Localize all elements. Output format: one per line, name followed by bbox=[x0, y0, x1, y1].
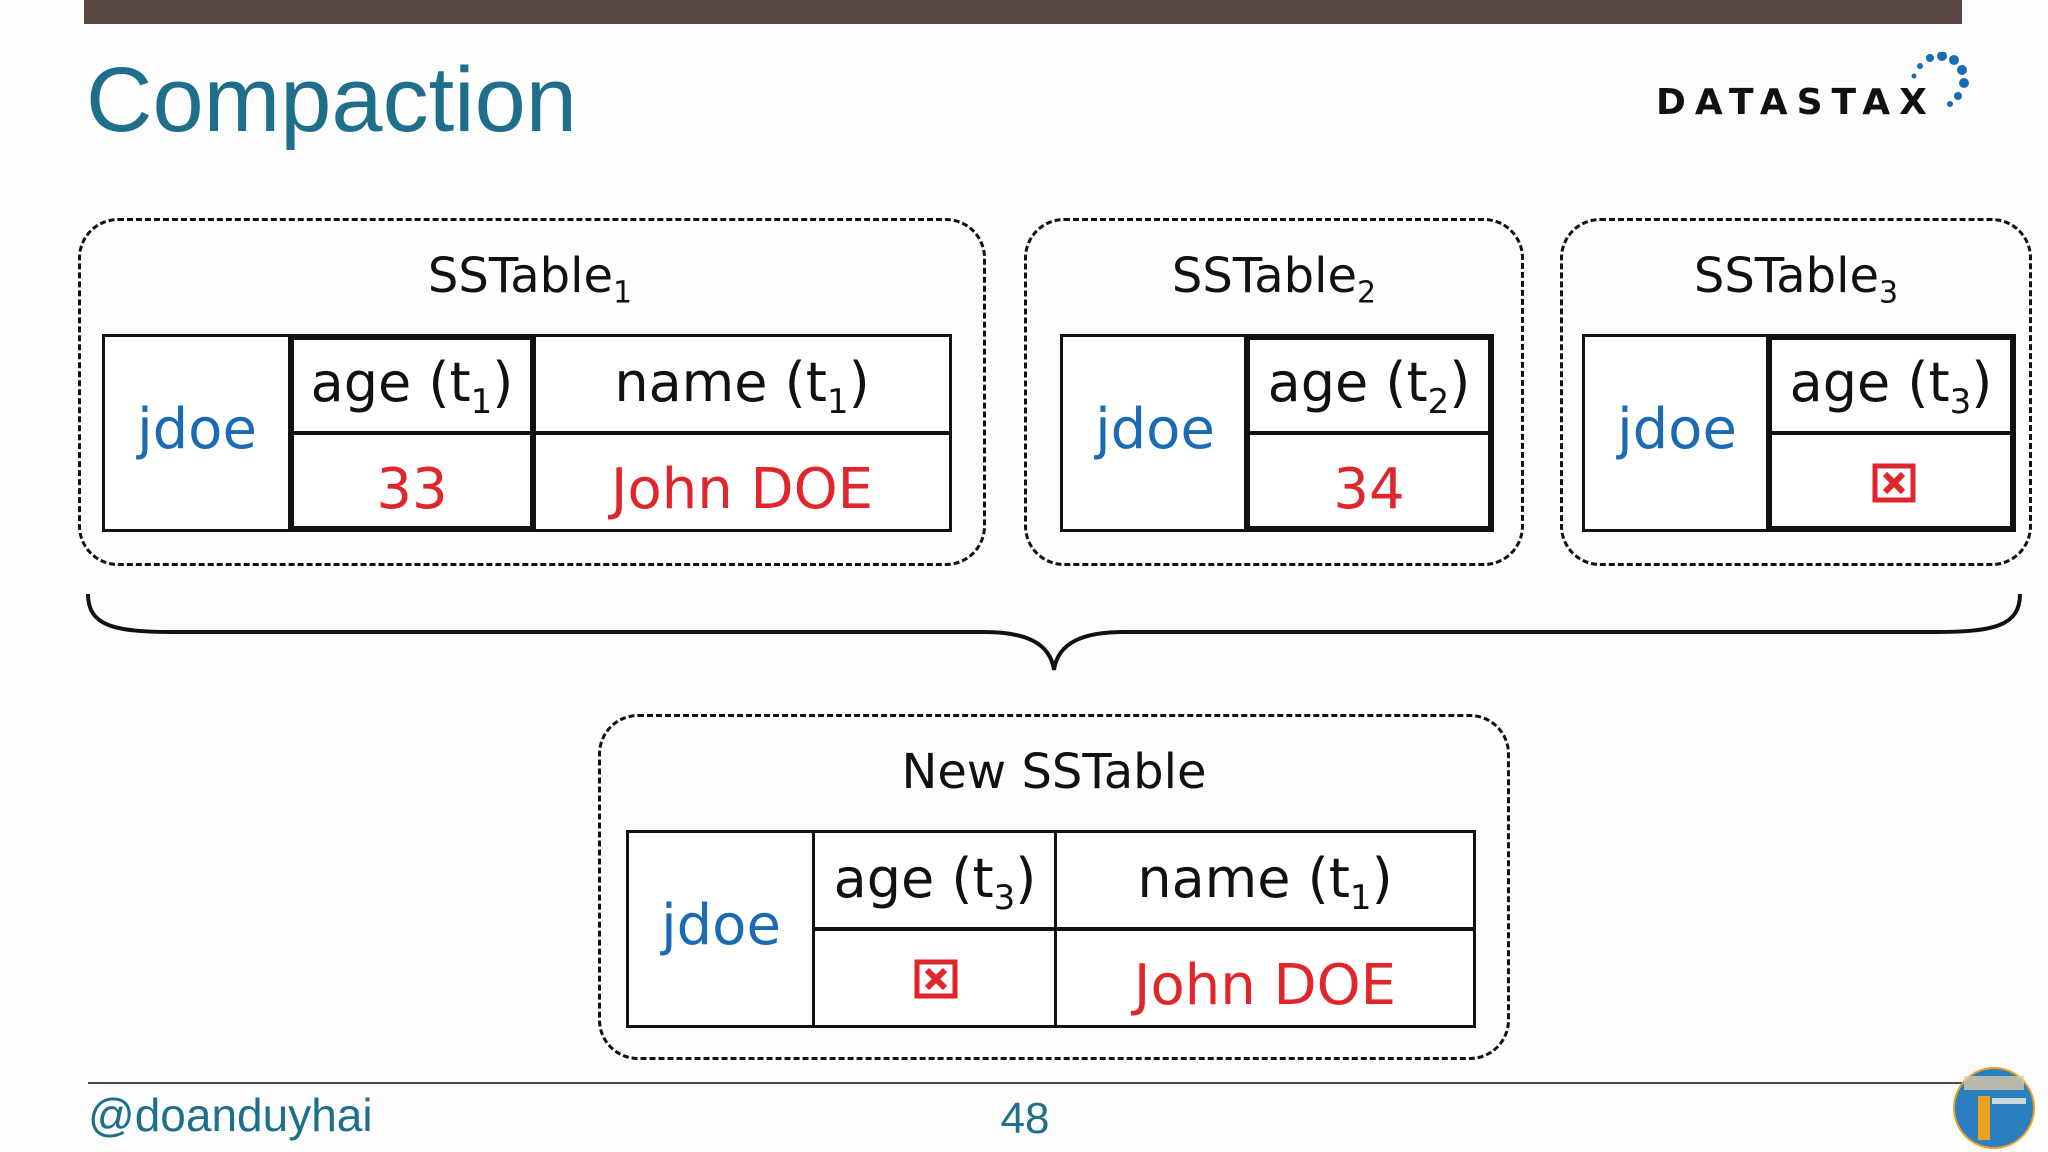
column-header-name: name (t1) bbox=[532, 334, 952, 434]
sstable-3-title: SSTable3 bbox=[1693, 248, 1899, 311]
footer-divider bbox=[88, 1082, 1978, 1084]
row-key-cell: jdoe bbox=[626, 830, 816, 1028]
age-column-highlight bbox=[1766, 334, 2016, 532]
slide-title: Compaction bbox=[86, 49, 577, 151]
sstable-1-group bbox=[78, 218, 986, 566]
column-value-name: John DOE bbox=[532, 432, 952, 532]
sstable-2-group bbox=[1024, 218, 1524, 566]
sstable-2-title: SSTable2 bbox=[1171, 248, 1377, 311]
row-key-cell: jdoe bbox=[1060, 334, 1250, 532]
row-key-cell: jdoe bbox=[102, 334, 292, 532]
sstable-3-group bbox=[1560, 218, 2032, 566]
new-sstable-title: New SSTable bbox=[901, 744, 1207, 800]
event-badge-icon bbox=[1953, 1067, 2035, 1149]
author-handle: @doanduyhai bbox=[88, 1089, 373, 1141]
new-sstable-group bbox=[598, 714, 1510, 1060]
page-number: 48 bbox=[1000, 1094, 1050, 1143]
sstable-1-title: SSTable1 bbox=[427, 248, 633, 311]
column-header-age: age (t3) bbox=[812, 830, 1058, 930]
column-value-age bbox=[812, 928, 1058, 1028]
column-value-age: 33 bbox=[290, 432, 534, 532]
row-key-cell: jdoe bbox=[1582, 334, 1772, 532]
age-column-highlight bbox=[288, 334, 536, 532]
tombstone-icon bbox=[914, 959, 958, 999]
datastax-logo: DATASTAX bbox=[1650, 52, 1980, 123]
column-header-age: age (t2) bbox=[1246, 334, 1492, 434]
age-column-highlight bbox=[1244, 334, 1494, 532]
curly-brace bbox=[86, 593, 2022, 671]
tombstone-icon bbox=[1872, 463, 1916, 503]
column-value-age: 34 bbox=[1246, 432, 1492, 532]
column-value-name: John DOE bbox=[1054, 928, 1476, 1028]
top-bar bbox=[84, 0, 1962, 24]
dots-cluster-icon bbox=[1911, 52, 1969, 107]
column-header-name: name (t1) bbox=[1054, 830, 1476, 930]
logo-text: DATASTAX bbox=[1656, 82, 1936, 123]
